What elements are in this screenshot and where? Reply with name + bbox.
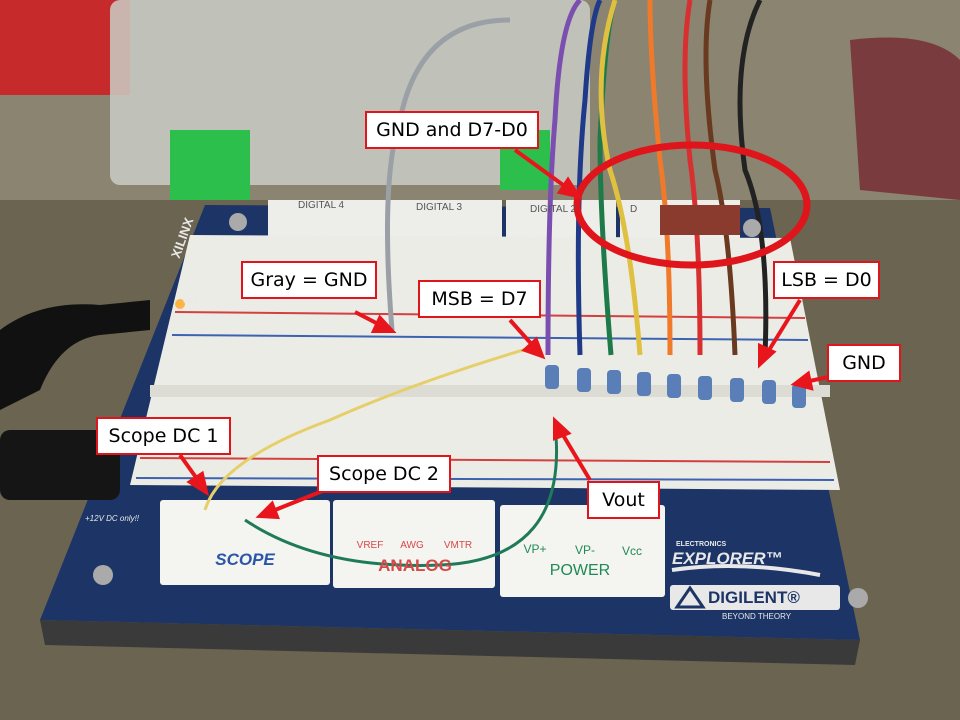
digital-2-label: DIGITAL 2: [530, 204, 577, 215]
scope-module-label: SCOPE: [215, 550, 275, 569]
red-box: [0, 0, 130, 95]
callout-vout: Vout: [587, 481, 660, 519]
power-module-label: POWER: [549, 562, 611, 579]
power-jack-cable: [0, 430, 120, 500]
arrow-head: [790, 370, 814, 391]
resistor: [545, 365, 559, 389]
digilent-logo-icon: [674, 585, 706, 609]
power-rail-blue-bottom: [135, 477, 835, 481]
green-jumper-scope2: [244, 424, 558, 567]
power-note-label: +12V DC only!!: [85, 514, 140, 523]
arrow-gnd-d7-d0: [513, 148, 572, 192]
purple-wire: [545, 0, 582, 356]
screw-icon: [743, 219, 761, 237]
resistor: [698, 376, 712, 400]
arrow-scope-dc2: [269, 488, 326, 514]
screw-icon: [229, 213, 247, 231]
cushion: [850, 37, 960, 200]
analog-module: [333, 500, 495, 588]
arrow-head: [553, 416, 572, 441]
arrow-head: [186, 470, 209, 497]
resistor: [637, 372, 651, 396]
resistor-array: [545, 365, 806, 408]
red-wire: [682, 0, 703, 356]
vp-plus-label: VP+: [523, 542, 547, 556]
highlight-ellipse: [573, 141, 811, 269]
vcc-label: Vcc: [621, 544, 642, 558]
screw-icon: [93, 565, 113, 585]
green-latch-left: [170, 130, 250, 200]
blue-wire: [575, 0, 603, 356]
arrow-head: [521, 336, 546, 360]
usb-led: [175, 299, 185, 309]
arrow-head: [370, 314, 397, 333]
beyond-theory-label: BEYOND THEORY: [722, 612, 792, 621]
explorer-label: EXPLORER™: [672, 549, 783, 568]
brown-wire: [703, 0, 738, 356]
resistor: [762, 380, 776, 404]
vp-minus-label: VP-: [574, 543, 595, 557]
arrow-lsb: [764, 298, 802, 357]
digital-2-module: [506, 200, 616, 240]
analog-module-label: ANALOG: [378, 556, 452, 575]
breadboard-center-channel: [150, 385, 830, 397]
black-wire: [737, 0, 769, 356]
resistor: [730, 378, 744, 402]
power-module: [500, 505, 665, 597]
callout-gnd: GND: [827, 344, 901, 382]
digilent-label: DIGILENT®: [708, 588, 800, 607]
callout-gnd-d7-d0: GND and D7-D0: [365, 111, 539, 149]
annotation-arrows: [178, 148, 839, 520]
arrow-head: [556, 176, 583, 199]
digital-4-module: [268, 200, 386, 240]
screw-icon: [848, 588, 868, 608]
board-edge: [40, 620, 860, 665]
arrow-head: [255, 500, 280, 520]
digital-1-label: D: [630, 204, 638, 215]
arrow-head: [758, 342, 777, 369]
vmtr-label: VMTR: [443, 540, 473, 551]
awg-label: AWG: [400, 540, 424, 551]
resistor: [607, 370, 621, 394]
scope-module: [160, 500, 330, 585]
digital-3-module: [390, 200, 502, 240]
digilent-badge: [670, 585, 840, 610]
usb-label: USB: [183, 298, 198, 305]
digital-4-label: DIGITAL 4: [298, 200, 345, 211]
callout-lsb-d0: LSB = D0: [773, 261, 880, 299]
usb-cable: [0, 300, 150, 410]
electronics-label: ELECTRONICS: [676, 541, 727, 548]
callout-gray-gnd: Gray = GND: [241, 261, 377, 299]
resistor: [792, 384, 806, 408]
callout-scope-dc1: Scope DC 1: [96, 417, 231, 455]
digital-3-label: DIGITAL 3: [416, 202, 463, 213]
callout-msb-d7: MSB = D7: [418, 280, 541, 318]
orange-wire: [647, 0, 673, 356]
yellow-jumper-scope1: [203, 343, 541, 511]
vref-label: VREF: [356, 540, 384, 551]
resistor: [577, 368, 591, 392]
explorer-swoosh: [671, 564, 821, 577]
arrow-vout: [558, 428, 592, 482]
power-rail-red-bottom: [139, 457, 831, 463]
callout-scope-dc2: Scope DC 2: [317, 455, 451, 493]
wire-header-connector: [660, 205, 740, 235]
resistor: [667, 374, 681, 398]
yellow-wire: [598, 0, 643, 356]
